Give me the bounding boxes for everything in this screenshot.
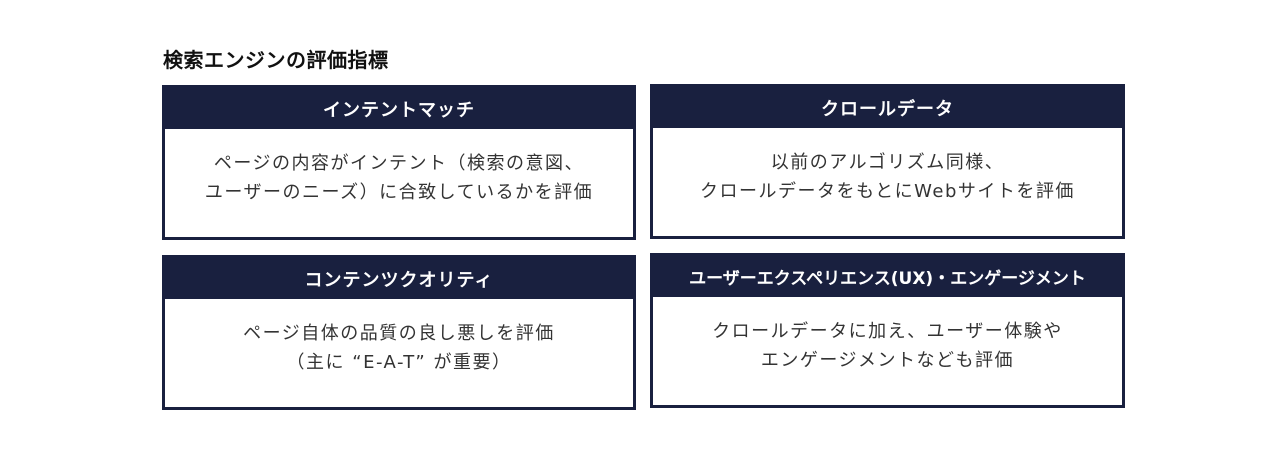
- card-body: 以前のアルゴリズム同様、 クロールデータをもとにWebサイトを評価: [653, 128, 1122, 206]
- card-heading: クロールデータ: [653, 87, 1122, 128]
- card-heading: ユーザーエクスペリエンス(UX)・エンゲージメント: [653, 256, 1122, 297]
- card-text-line: ページの内容がインテント（検索の意図、: [213, 153, 585, 174]
- card-intent-match: インテントマッチ ページの内容がインテント（検索の意図、 ユーザーのニーズ）に合…: [162, 85, 636, 240]
- card-text-line: （主に “E-A-T” が重要）: [286, 352, 512, 373]
- page-title: 検索エンジンの評価指標: [163, 48, 389, 72]
- card-content-quality: コンテンツクオリティ ページ自体の品質の良し悪しを評価 （主に “E-A-T” …: [162, 255, 636, 410]
- card-text-line: ユーザーのニーズ）に合致しているかを評価: [204, 182, 594, 203]
- card-text-line: エンゲージメントなども評価: [760, 350, 1015, 371]
- card-crawl-data: クロールデータ 以前のアルゴリズム同様、 クロールデータをもとにWebサイトを評…: [650, 84, 1125, 239]
- card-body: ページ自体の品質の良し悪しを評価 （主に “E-A-T” が重要）: [165, 299, 633, 377]
- card-text-line: クロールデータに加え、ユーザー体験や: [712, 321, 1063, 342]
- card-text-line: ページ自体の品質の良し悪しを評価: [243, 323, 555, 344]
- card-heading: コンテンツクオリティ: [165, 258, 633, 299]
- card-body: ページの内容がインテント（検索の意図、 ユーザーのニーズ）に合致しているかを評価: [165, 129, 633, 207]
- card-heading: インテントマッチ: [165, 88, 633, 129]
- card-body: クロールデータに加え、ユーザー体験や エンゲージメントなども評価: [653, 297, 1122, 375]
- card-ux-engagement: ユーザーエクスペリエンス(UX)・エンゲージメント クロールデータに加え、ユーザ…: [650, 253, 1125, 408]
- card-text-line: クロールデータをもとにWebサイトを評価: [700, 181, 1075, 202]
- card-text-line: 以前のアルゴリズム同様、: [770, 152, 1005, 173]
